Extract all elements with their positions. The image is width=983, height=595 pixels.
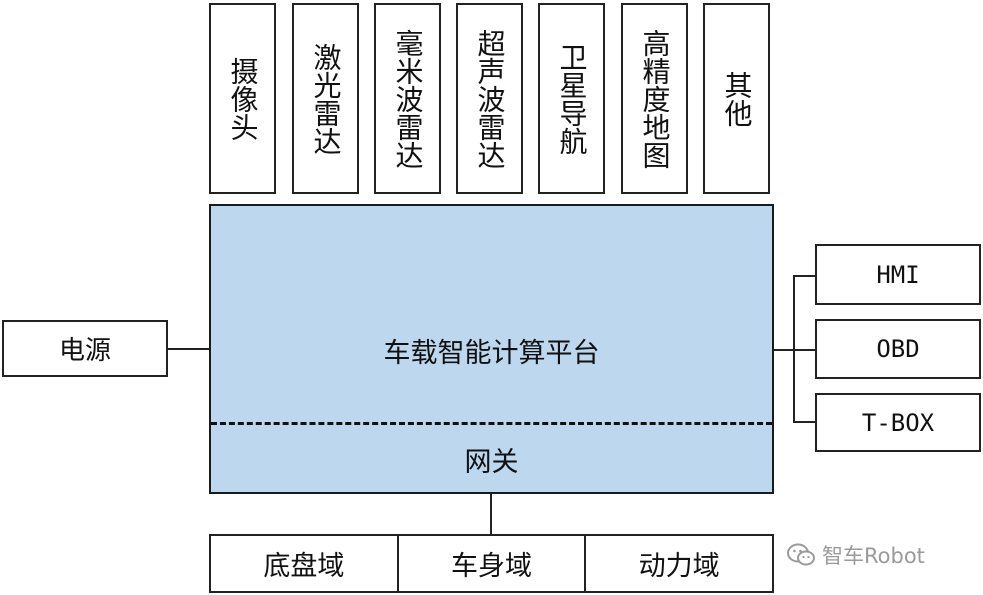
sensor-label: 毫米波雷达: [391, 28, 425, 169]
computing-platform: 车载智能计算平台 网关: [209, 204, 774, 494]
watermark-text: 智车Robot: [822, 544, 925, 568]
domain-label: 底盘域: [263, 551, 345, 582]
domain-body: 车身域: [399, 536, 587, 591]
domain-powertrain: 动力域: [586, 536, 772, 591]
interface-hmi: HMI: [815, 244, 981, 305]
interface-label: HMI: [876, 260, 920, 289]
gateway-divider: [211, 422, 772, 425]
sensor-camera: 摄像头: [209, 3, 276, 194]
interface-connector-trunk: [793, 275, 795, 422]
domain-label: 动力域: [638, 551, 720, 582]
sensor-satellite-nav: 卫星导航: [538, 3, 605, 194]
interface-connector-obd: [793, 349, 816, 351]
power-label: 电源: [58, 336, 111, 366]
interface-label: T-BOX: [861, 408, 935, 437]
domain-row: 底盘域 车身域 动力域: [209, 534, 774, 593]
domain-label: 车身域: [451, 551, 532, 582]
sensor-label: 摄像头: [226, 56, 260, 141]
interface-connector-stub: [774, 349, 794, 351]
sensor-hd-map: 高精度地图: [621, 3, 688, 194]
sensor-label: 超声波雷达: [473, 28, 507, 169]
interface-tbox: T-BOX: [815, 393, 981, 452]
sensor-label: 高精度地图: [638, 28, 672, 169]
sensor-label: 激光雷达: [309, 42, 343, 155]
sensor-lidar: 激光雷达: [292, 3, 359, 194]
interface-obd: OBD: [815, 319, 981, 379]
platform-title: 车载智能计算平台: [383, 338, 600, 369]
sensor-mmwave-radar: 毫米波雷达: [374, 3, 441, 194]
power-connector: [168, 348, 209, 350]
domain-chassis: 底盘域: [211, 536, 399, 591]
sensor-other: 其他: [703, 3, 770, 194]
power-box: 电源: [2, 320, 168, 377]
interface-connector-hmi: [793, 275, 816, 277]
watermark: 智车Robot: [786, 540, 925, 570]
gateway-label: 网关: [464, 447, 519, 478]
interface-connector-tbox: [793, 421, 816, 423]
interface-label: OBD: [876, 335, 920, 363]
sensor-label: 卫星导航: [555, 42, 589, 155]
sensor-ultrasonic-radar: 超声波雷达: [456, 3, 523, 194]
gateway-connector: [490, 494, 492, 534]
sensor-label: 其他: [720, 70, 754, 127]
wechat-icon: [787, 543, 815, 566]
